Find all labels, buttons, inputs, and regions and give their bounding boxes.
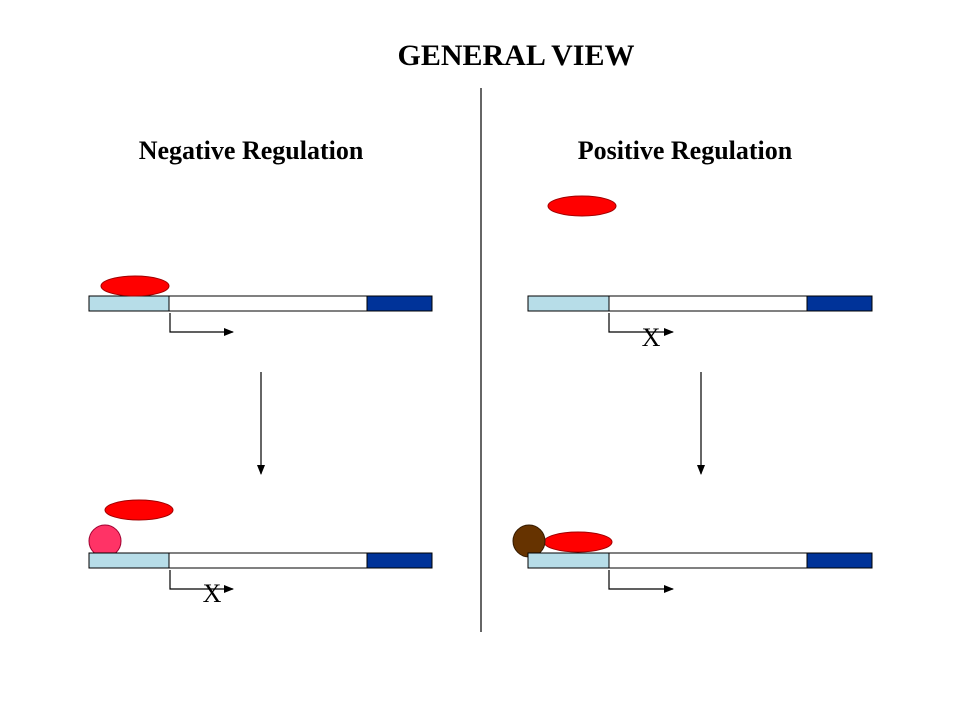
transcription-arrow <box>608 313 674 336</box>
gene-end-region <box>366 295 433 312</box>
repressor-protein <box>104 499 174 521</box>
inducer-molecule <box>88 524 122 558</box>
transcription-arrow <box>169 313 234 336</box>
positive-regulation-heading: Positive Regulation <box>578 136 793 165</box>
blocked-transcription-mark: X <box>642 323 661 352</box>
activator-protein <box>547 195 617 217</box>
transcription-arrow <box>608 570 674 593</box>
positive-top-state: X <box>527 195 873 352</box>
promoter-region <box>527 552 610 569</box>
gene-body <box>168 295 368 312</box>
gene-construct <box>88 552 433 569</box>
gene-end-region <box>366 552 433 569</box>
gene-construct <box>527 295 873 312</box>
gene-end-region <box>806 552 873 569</box>
negative-bottom-state: X <box>88 499 433 608</box>
repressor-protein <box>100 275 170 297</box>
gene-body <box>608 295 808 312</box>
promoter-region <box>88 295 170 312</box>
positive-bottom-state <box>512 524 873 593</box>
gene-construct <box>88 295 433 312</box>
blocked-transcription-mark: X <box>203 579 222 608</box>
promoter-region <box>527 295 610 312</box>
gene-body <box>168 552 368 569</box>
promoter-region <box>88 552 170 569</box>
gene-body <box>608 552 808 569</box>
negative-top-state <box>88 275 433 336</box>
gene-end-region <box>806 295 873 312</box>
activator-protein <box>543 531 613 553</box>
negative-regulation-heading: Negative Regulation <box>139 136 364 165</box>
slide-title: GENERAL VIEW <box>397 39 634 72</box>
transcription-arrow <box>169 570 234 593</box>
gene-construct <box>527 552 873 569</box>
co-activator-molecule <box>512 524 546 558</box>
